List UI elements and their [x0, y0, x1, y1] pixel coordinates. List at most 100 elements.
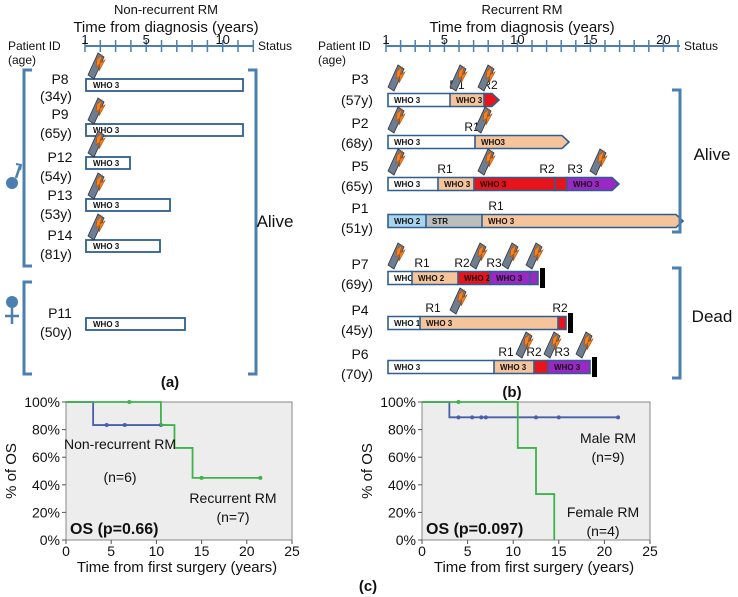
y-tick-label: 20%	[388, 504, 416, 520]
x-tick-label: 5	[464, 543, 472, 559]
timeline-segment-b-4-1-label: WHO 2	[418, 274, 445, 283]
series-n-1: (n=7)	[216, 509, 249, 525]
surgery-lightning-icon	[525, 242, 544, 270]
lightning-icon-bolt	[95, 99, 106, 117]
recurrence-label-1-0: R1	[464, 120, 480, 134]
surgery-lightning-icon	[387, 64, 406, 92]
y-tick-label: 80%	[388, 422, 416, 438]
surgery-lightning-icon	[87, 213, 106, 241]
recurrence-label-4-2: R3	[486, 256, 502, 270]
surgery-lightning-icon	[501, 242, 520, 270]
lightning-icon-bolt	[395, 150, 406, 168]
female-icon	[6, 296, 18, 308]
female-bracket	[22, 280, 32, 376]
series-label-1: Recurrent RM	[189, 490, 276, 506]
male-bracket	[22, 68, 32, 268]
status-dead-b: Dead	[692, 307, 733, 326]
panel-a-tick-label: 10	[215, 32, 229, 47]
lightning-icon-bolt	[457, 289, 468, 307]
lightning-icon-bolt	[485, 150, 496, 168]
patient-age-2: (54y)	[40, 168, 72, 184]
patient-id-3: P13	[48, 187, 73, 203]
timeline-label-0: WHO 3	[93, 81, 120, 90]
timeline-segment-b-4-2-label: WHO 2	[464, 274, 491, 283]
lightning-icon-bolt	[523, 333, 534, 351]
patient-id-1: P9	[51, 106, 68, 122]
censor-mark	[470, 415, 475, 420]
status-alive-b: Alive	[694, 145, 731, 164]
recurrence-label-6-0: R1	[498, 345, 514, 359]
status-bracket-a	[248, 68, 258, 376]
death-marker	[568, 313, 573, 333]
panel-b-axis-title: Time from diagnosis (years)	[429, 19, 614, 36]
status-bracket-dead	[672, 266, 682, 380]
panel-b-id-label: Patient ID	[318, 39, 371, 53]
status-alive-a: Alive	[257, 212, 294, 231]
patient-age-5: (50y)	[40, 324, 72, 340]
patient-id-b-0: P3	[351, 71, 368, 87]
death-marker	[592, 357, 597, 377]
x-tick-label: 20	[239, 543, 255, 559]
patient-id-b-2: P5	[351, 158, 368, 174]
surgery-lightning-icon	[474, 106, 493, 134]
timeline-segment-b-1-1-label: WHO3	[481, 138, 506, 147]
surgery-lightning-icon	[387, 242, 406, 270]
censor-mark	[616, 415, 621, 420]
surgery-lightning-icon	[543, 331, 562, 359]
x-tick-label: 25	[284, 543, 300, 559]
x-tick-label: 10	[149, 543, 165, 559]
patient-id-5: P11	[48, 305, 72, 321]
patient-age-b-1: (68y)	[341, 135, 373, 151]
censor-mark	[199, 475, 204, 480]
timeline-segment-b-5-0-label: WHO 1	[394, 319, 421, 328]
timeline-segment-b-4-0-label: WHO 2	[394, 274, 421, 283]
timeline-segment-b-0-2	[483, 92, 501, 108]
timeline-segment-b-6-0-label: WHO 3	[394, 363, 421, 372]
timeline-segment-b-2-1-label: WHO 3	[444, 180, 471, 189]
patient-age-b-0: (57y)	[341, 92, 373, 108]
death-marker	[540, 268, 545, 288]
km-plot-area-0	[65, 401, 293, 541]
timeline-segment-b-0-1-label: WHO 3	[456, 96, 483, 105]
panel-b-age-label: (age)	[318, 53, 346, 67]
series-n-1: (n=4)	[586, 523, 619, 539]
y-tick-label: 40%	[32, 477, 60, 493]
surgery-lightning-icon	[449, 287, 468, 315]
recurrence-label-2-2: R3	[567, 162, 583, 176]
y-tick-label: 80%	[32, 422, 60, 438]
lightning-icon-bolt	[395, 244, 406, 262]
lightning-icon-bolt	[597, 150, 608, 168]
y-tick-label: 60%	[32, 449, 60, 465]
timeline-segment-b-6-1-label: WHO 3	[500, 363, 527, 372]
timeline-segment-b-2-4	[566, 176, 621, 192]
recurrence-label-2-1: R2	[539, 162, 555, 176]
panel-a-axis-title: Time from diagnosis (years)	[73, 19, 258, 36]
lightning-icon-bolt	[95, 54, 106, 72]
recurrence-label-6-1: R2	[526, 345, 542, 359]
patient-age-b-6: (70y)	[341, 366, 373, 382]
panel-a-id-label: Patient ID	[8, 39, 61, 53]
surgery-lightning-icon	[87, 97, 106, 125]
timeline-segment-b-5-1-label: WHO 3	[426, 319, 453, 328]
y-tick-label: 100%	[380, 394, 416, 410]
panel-a-status-header: Status	[258, 39, 292, 53]
panel-b-tick-label: 5	[441, 32, 448, 47]
lightning-icon-bolt	[482, 108, 493, 126]
patient-age-b-3: (51y)	[341, 220, 373, 236]
timeline-segment-b-4-3-label: WHO 3	[496, 274, 523, 283]
panel-b-tick-label: 20	[656, 32, 670, 47]
timeline-segment-b-3-0-label: WHO 2	[394, 217, 421, 226]
timeline-label-2: WHO 3	[93, 159, 120, 168]
timeline-segment-b-1-1	[474, 134, 571, 150]
patient-id-b-5: P4	[351, 302, 368, 318]
series-label-0: Male RM	[580, 430, 636, 446]
lightning-icon-bolt	[477, 244, 488, 262]
recurrence-label-2-0: R1	[437, 162, 453, 176]
x-tick-label: 20	[597, 543, 613, 559]
surgery-lightning-icon	[387, 148, 406, 176]
timeline-segment-b-1-0-label: WHO 3	[394, 138, 421, 147]
censor-mark	[104, 423, 109, 428]
timeline-bar-4	[85, 239, 161, 253]
timeline-bar-1	[85, 123, 244, 137]
